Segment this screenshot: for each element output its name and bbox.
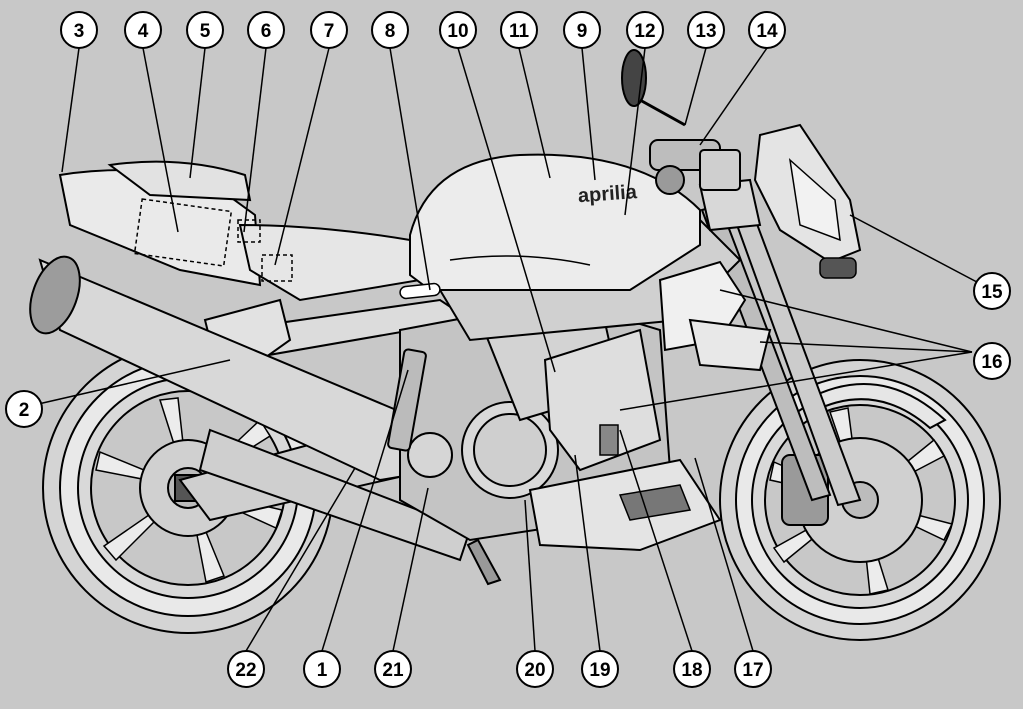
callout-number: 10 xyxy=(447,21,468,42)
callout-20: 20 xyxy=(516,650,554,688)
callout-circle xyxy=(734,650,772,688)
callout-circle xyxy=(374,650,412,688)
callout-number: 18 xyxy=(681,660,702,681)
callout-circle xyxy=(973,342,1011,380)
mirror xyxy=(621,49,686,127)
callout-10: 10 xyxy=(439,11,477,49)
leader-lines xyxy=(33,47,993,652)
callout-14: 14 xyxy=(748,11,786,49)
callout-number: 6 xyxy=(261,21,272,42)
callout-2: 2 xyxy=(5,390,43,428)
callout-5: 5 xyxy=(186,11,224,49)
callout-number: 9 xyxy=(577,21,588,42)
callout-circle xyxy=(439,11,477,49)
callout-circle xyxy=(60,11,98,49)
radiator-side-panel xyxy=(543,328,662,472)
callout-11: 11 xyxy=(500,11,538,49)
side-stand xyxy=(466,538,502,586)
callout-circle xyxy=(563,11,601,49)
callout-number: 7 xyxy=(324,21,335,42)
callout-circle xyxy=(687,11,725,49)
callout-number: 19 xyxy=(589,660,610,681)
callout-circle xyxy=(673,650,711,688)
callout-circle xyxy=(186,11,224,49)
callout-1: 1 xyxy=(303,650,341,688)
callout-number: 15 xyxy=(981,282,1003,303)
callout-circle xyxy=(581,650,619,688)
callout-circle xyxy=(247,11,285,49)
callout-12: 12 xyxy=(626,11,664,49)
callout-circle xyxy=(516,650,554,688)
callout-circle xyxy=(303,650,341,688)
callout-8: 8 xyxy=(371,11,409,49)
callout-circle xyxy=(227,650,265,688)
callout-17: 17 xyxy=(734,650,772,688)
callout-3: 3 xyxy=(60,11,98,49)
passenger-seat xyxy=(107,160,252,202)
callout-circle xyxy=(310,11,348,49)
callout-19: 19 xyxy=(581,650,619,688)
callout-number: 3 xyxy=(74,21,85,42)
callout-6: 6 xyxy=(247,11,285,49)
callout-number: 12 xyxy=(634,21,655,42)
callout-circle xyxy=(748,11,786,49)
front-fender xyxy=(804,383,947,430)
callout-9: 9 xyxy=(563,11,601,49)
callout-number: 14 xyxy=(756,21,778,42)
callout-number: 2 xyxy=(19,400,30,421)
callout-15: 15 xyxy=(973,272,1011,310)
callout-number: 1 xyxy=(317,660,328,681)
frame-cover-lower xyxy=(688,318,772,372)
callout-number: 5 xyxy=(200,21,211,42)
callout-22: 22 xyxy=(227,650,265,688)
callout-circle xyxy=(973,272,1011,310)
callout-18: 18 xyxy=(673,650,711,688)
callout-7: 7 xyxy=(310,11,348,49)
callout-21: 21 xyxy=(374,650,412,688)
callout-number: 22 xyxy=(235,660,256,681)
callout-13: 13 xyxy=(687,11,725,49)
callout-number: 8 xyxy=(385,21,396,42)
callout-circle xyxy=(371,11,409,49)
callout-number: 21 xyxy=(382,660,404,681)
callout-number: 16 xyxy=(981,352,1002,373)
callout-circle xyxy=(626,11,664,49)
callout-number: 17 xyxy=(742,660,763,681)
callout-number: 11 xyxy=(509,21,530,42)
callout-circle xyxy=(5,390,43,428)
callout-circle xyxy=(500,11,538,49)
callout-circle xyxy=(124,11,162,49)
callout-16: 16 xyxy=(973,342,1011,380)
callout-number: 20 xyxy=(524,660,545,681)
callout-number: 4 xyxy=(138,21,149,42)
handlebar xyxy=(649,139,741,195)
callout-number: 13 xyxy=(695,21,716,42)
rear-shock xyxy=(387,348,427,452)
rider-seat xyxy=(238,223,422,302)
callout-4: 4 xyxy=(124,11,162,49)
